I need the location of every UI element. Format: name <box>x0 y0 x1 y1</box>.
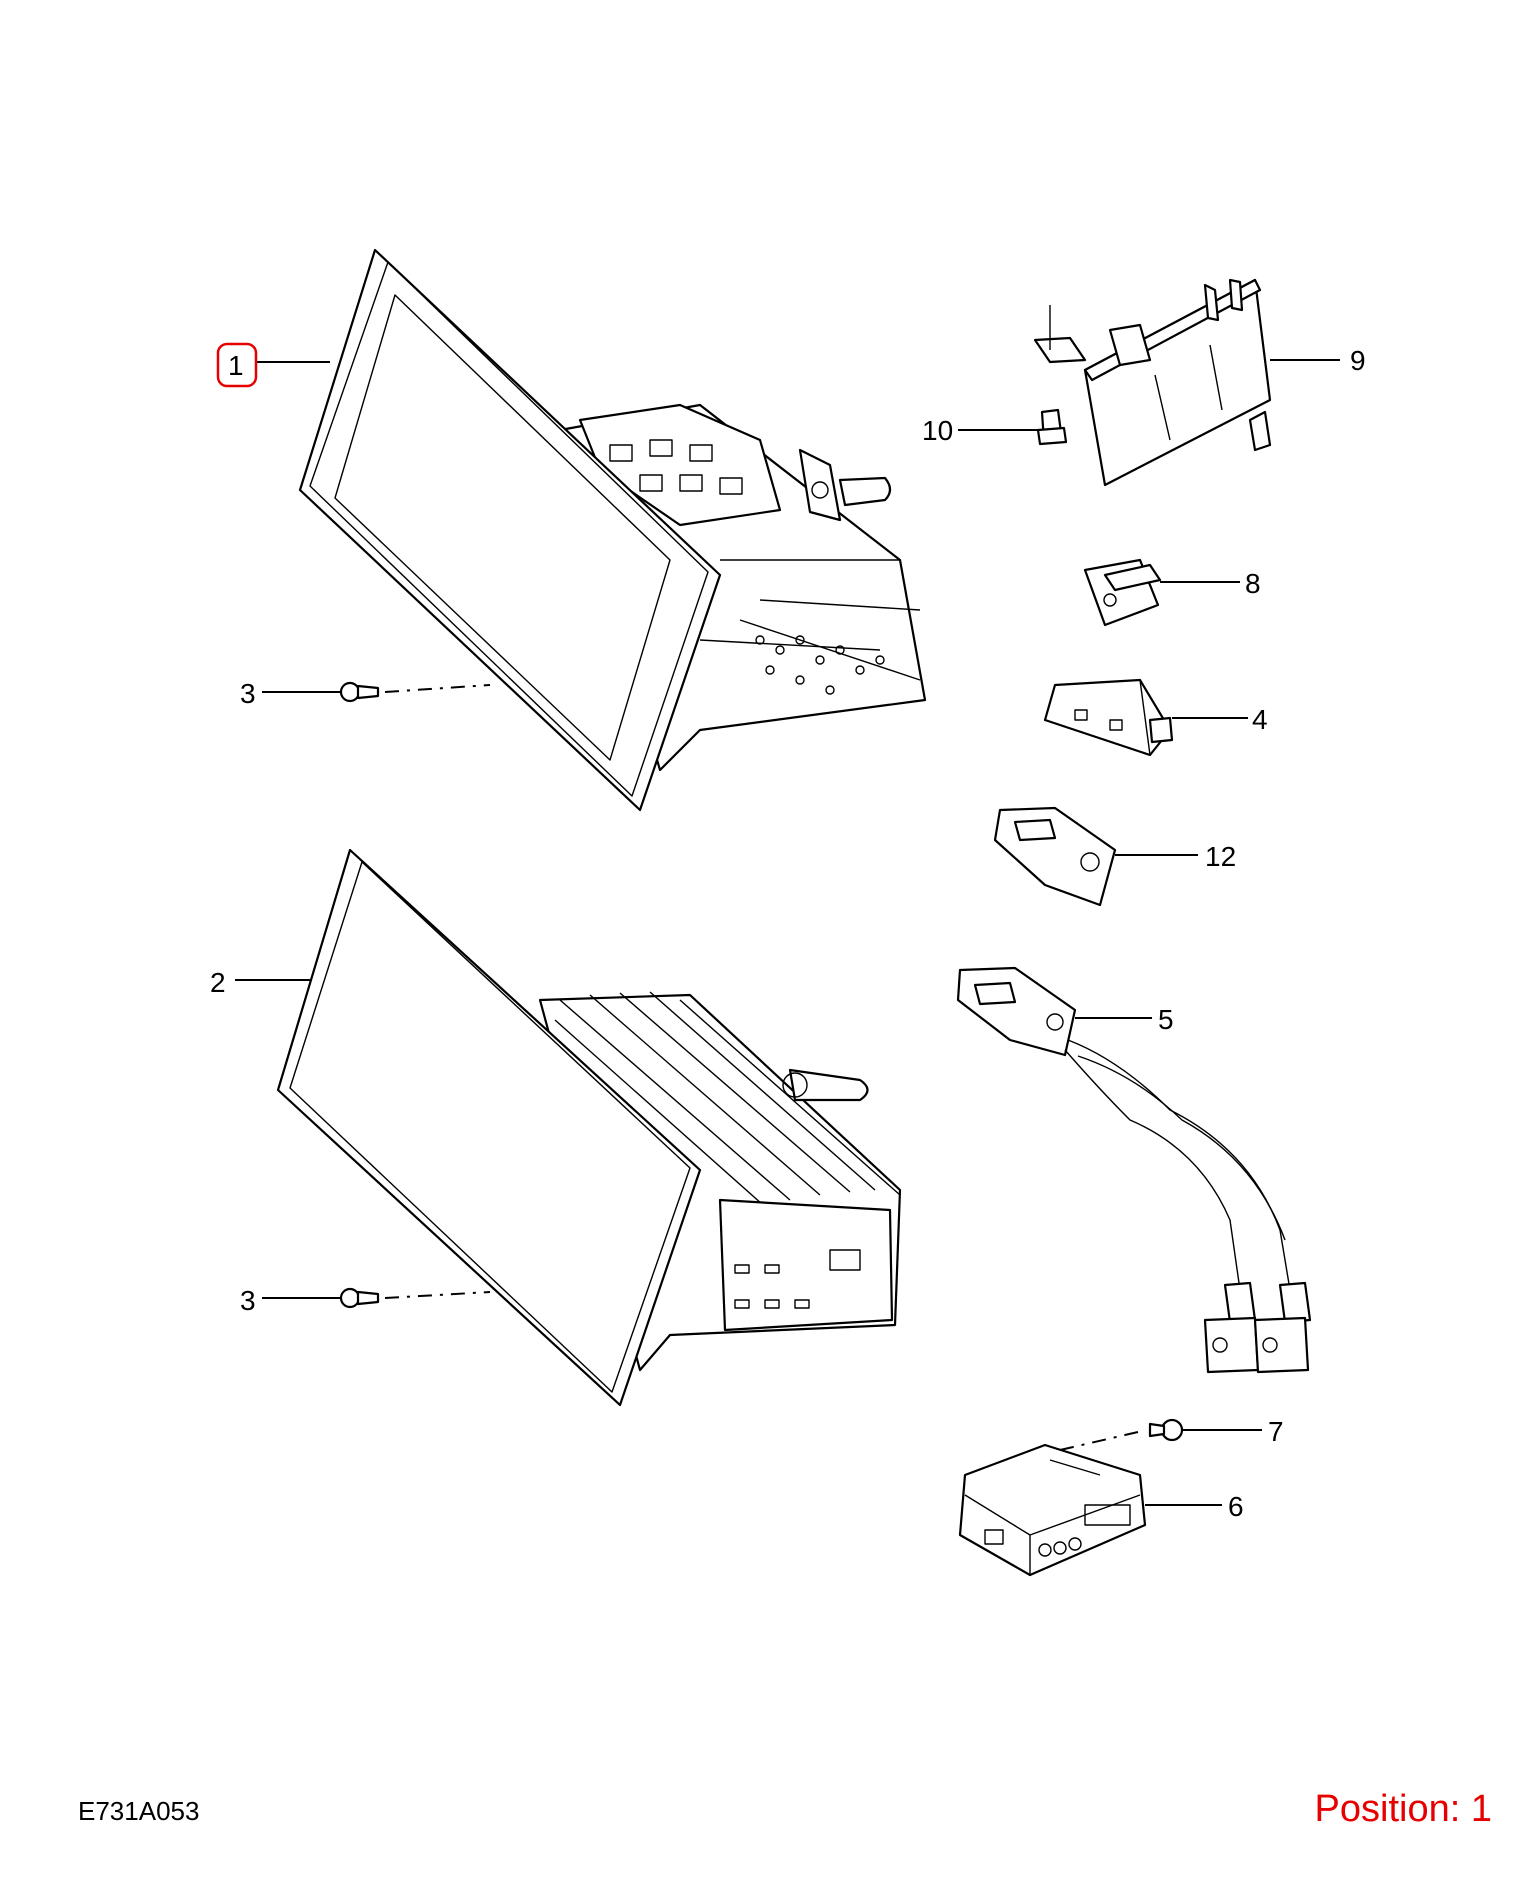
callout-10[interactable]: 10 <box>922 415 953 446</box>
part-2-display-unit[interactable] <box>276 848 902 1407</box>
part-5-usb-harness[interactable] <box>956 966 1312 1374</box>
part-3-screw-upper[interactable] <box>339 681 491 703</box>
callout-12[interactable]: 12 <box>1205 841 1236 872</box>
part-9-module[interactable] <box>1033 278 1272 487</box>
part-3-screw-lower[interactable] <box>339 1287 491 1309</box>
position-label: Position: 1 <box>1314 1788 1492 1830</box>
part-10-bolt[interactable] <box>1036 408 1068 446</box>
part-6-control-module[interactable] <box>958 1443 1147 1577</box>
part-12-usb-port[interactable] <box>993 806 1117 907</box>
part-8-switch[interactable] <box>1083 558 1162 627</box>
callout-7[interactable]: 7 <box>1268 1416 1284 1447</box>
callout-3-lower[interactable]: 3 <box>240 1285 256 1316</box>
callout-4[interactable]: 4 <box>1252 704 1268 735</box>
part-1-display-unit[interactable] <box>298 248 927 812</box>
callout-9[interactable]: 9 <box>1350 345 1366 376</box>
callout-6[interactable]: 6 <box>1228 1491 1244 1522</box>
highlight-box-part-1 <box>216 342 258 388</box>
callout-1[interactable]: 1 <box>228 350 244 381</box>
part-4-connector-module[interactable] <box>1043 678 1174 757</box>
part-7-bolt[interactable] <box>1059 1418 1184 1451</box>
callout-2[interactable]: 2 <box>210 967 226 998</box>
callout-3-upper[interactable]: 3 <box>240 678 256 709</box>
callout-5[interactable]: 5 <box>1158 1004 1174 1035</box>
callout-8[interactable]: 8 <box>1245 568 1261 599</box>
leader-lines <box>235 359 1340 1506</box>
diagram-reference-code: E731A053 <box>78 1796 200 1826</box>
